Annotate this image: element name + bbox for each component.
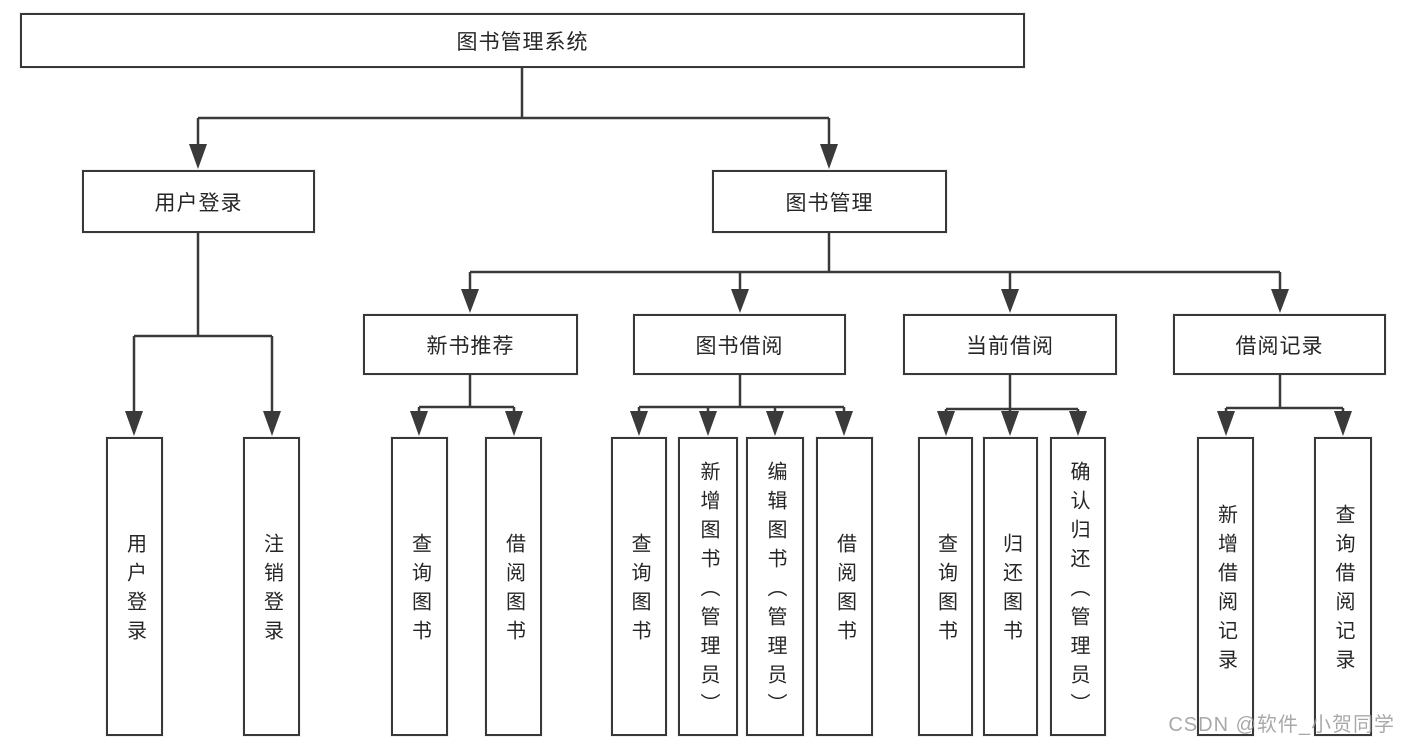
leaf-borrow-book-recommend: 借阅图书 (485, 437, 542, 736)
leaf-logout: 注销登录 (243, 437, 300, 736)
leaf-user-login: 用户登录 (106, 437, 163, 736)
node-new-book-recommend: 新书推荐 (363, 314, 578, 375)
node-root: 图书管理系统 (20, 13, 1025, 68)
node-book-management: 图书管理 (712, 170, 947, 233)
leaf-borrow-book: 借阅图书 (816, 437, 873, 736)
leaf-add-book-admin: 新增图书（管理员） (678, 437, 738, 736)
leaf-query-book-borrow: 查询图书 (611, 437, 667, 736)
node-borrow-records: 借阅记录 (1173, 314, 1386, 375)
node-user-login: 用户登录 (82, 170, 315, 233)
csdn-watermark: CSDN @软件_小贺同学 (1168, 714, 1395, 736)
leaf-query-book-recommend: 查询图书 (391, 437, 448, 736)
leaf-confirm-return-admin: 确认归还（管理员） (1050, 437, 1106, 736)
node-book-borrow: 图书借阅 (633, 314, 846, 375)
leaf-query-book-current: 查询图书 (918, 437, 973, 736)
leaf-edit-book-admin: 编辑图书（管理员） (746, 437, 804, 736)
leaf-query-borrow-record: 查询借阅记录 (1314, 437, 1372, 736)
leaf-add-borrow-record: 新增借阅记录 (1197, 437, 1254, 736)
leaf-return-book: 归还图书 (983, 437, 1038, 736)
node-current-borrow: 当前借阅 (903, 314, 1117, 375)
